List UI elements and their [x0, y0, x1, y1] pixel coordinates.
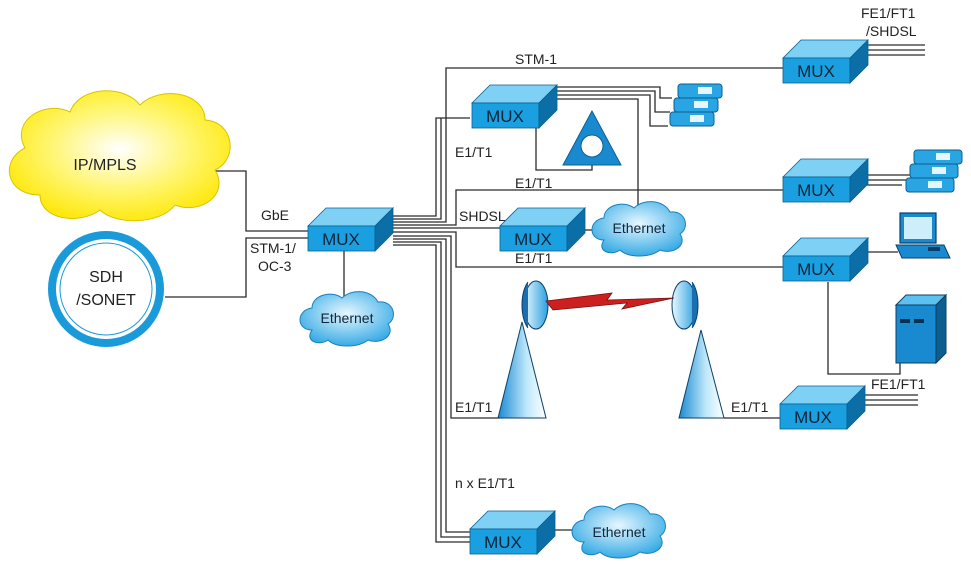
e1t1-triangle-label: E1/T1 [515, 175, 553, 191]
sonet-label: /SONET [76, 292, 136, 309]
mux-middle: MUX [499, 207, 586, 252]
connection-lines [165, 44, 925, 543]
radio-tower-left-icon [497, 280, 549, 419]
gbe-label: GbE [261, 207, 289, 223]
server-icon [894, 293, 948, 365]
ethernet-label: Ethernet [321, 310, 374, 326]
mux-label: MUX [486, 107, 524, 126]
ip-mpls-cloud: IP/MPLS [8, 90, 231, 222]
shdsl-label: SHDSL [459, 208, 506, 224]
triangle-device-icon [562, 109, 622, 166]
ethernet-cloud-middle: Ethernet [591, 201, 686, 257]
mux-label: MUX [797, 260, 835, 279]
mux-label: MUX [794, 408, 832, 427]
phone-stack-icon-upper [669, 83, 723, 127]
mux-label: MUX [322, 230, 360, 249]
phone-stack-icon-right [905, 149, 963, 193]
mux-top-right: MUX [782, 39, 869, 84]
mux-bottom-right: MUX [779, 385, 866, 430]
sdh-sonet-ring: SDH /SONET [48, 231, 164, 347]
mux-upper: MUX [471, 84, 558, 129]
fe1ft1-bottom-label: FE1/FT1 [871, 376, 926, 392]
ethernet-cloud-bottom: Ethernet [571, 503, 666, 559]
microwave-link-icon [545, 292, 675, 311]
mux-right-2: MUX [782, 158, 869, 203]
stm1-top-label: STM-1 [515, 51, 557, 67]
link-labels: GbE STM-1/ OC-3 STM-1 E1/T1 E1/T1 SHDSL … [250, 5, 926, 491]
e1t1-middle-label: E1/T1 [515, 250, 553, 266]
e1t1-tower-label: E1/T1 [455, 399, 493, 415]
n-e1t1-label: n x E1/T1 [455, 475, 515, 491]
stm1-oc3-label-1: STM-1/ [250, 240, 296, 256]
e1t1-upper-label: E1/T1 [455, 144, 493, 160]
mux-label: MUX [484, 533, 522, 552]
sdh-label: SDH [89, 269, 123, 286]
mux-central: MUX [307, 207, 394, 252]
ip-mpls-label: IP/MPLS [73, 157, 136, 174]
mux-right-3: MUX [782, 237, 869, 282]
mux-label: MUX [514, 230, 552, 249]
fe1ft1-top-label: FE1/FT1 [861, 5, 916, 21]
ethernet-label: Ethernet [593, 524, 646, 540]
mux-bottom: MUX [469, 510, 556, 555]
mux-label: MUX [797, 62, 835, 81]
computer-icon [895, 212, 951, 259]
stm1-oc3-label-2: OC-3 [258, 258, 292, 274]
radio-tower-right-icon [671, 280, 725, 419]
ethernet-cloud-central: Ethernet [299, 291, 394, 347]
ethernet-label: Ethernet [613, 220, 666, 236]
e1t1-right-tower-label: E1/T1 [731, 399, 769, 415]
mux-label: MUX [797, 181, 835, 200]
shdsl-top-label: /SHDSL [866, 23, 917, 39]
